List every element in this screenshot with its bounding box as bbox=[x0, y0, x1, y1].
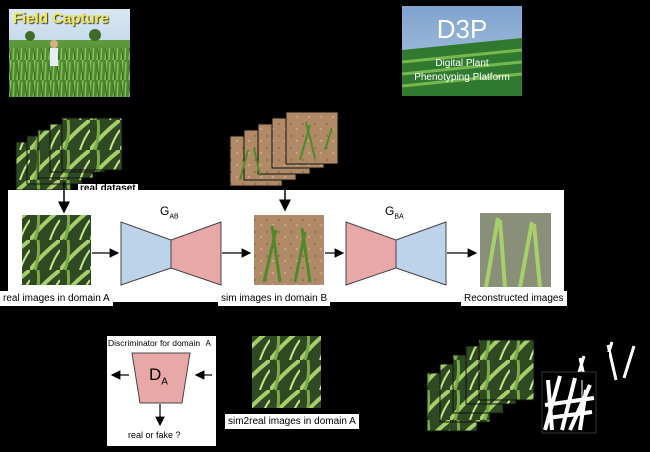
segmentation-masks bbox=[541, 338, 637, 434]
discriminator-domain-letter: A bbox=[205, 339, 211, 348]
discriminator-title: Discriminator for domain A bbox=[108, 338, 211, 348]
generator-ab bbox=[120, 221, 222, 286]
real-dataset-label: real dataset bbox=[78, 184, 138, 190]
sim-dataset-stack bbox=[229, 111, 339, 187]
d3p-banner bbox=[401, 6, 523, 96]
discriminator-output-label: real or fake ? bbox=[128, 430, 181, 440]
discriminator-symbol-sub: A bbox=[161, 376, 168, 388]
real-image-domain-a bbox=[22, 215, 91, 285]
field-capture-photo bbox=[9, 9, 130, 97]
discriminator-title-text: Discriminator for domain bbox=[108, 338, 201, 348]
generator-ab-label: GAB bbox=[160, 204, 179, 220]
sim2real-stack bbox=[426, 339, 535, 432]
real-images-domain-a-label: real images in domain A bbox=[0, 291, 113, 306]
discriminator-symbol: DA bbox=[149, 365, 168, 387]
reconstructed-images-label: Reconstructed images bbox=[461, 291, 567, 306]
generator-ba-label: GBA bbox=[385, 204, 404, 220]
sim-image-domain-b bbox=[254, 215, 324, 285]
real-dataset-stack bbox=[15, 117, 123, 191]
field-capture-title: Field Capture bbox=[13, 10, 109, 27]
d3p-title: D3P bbox=[436, 14, 488, 44]
d3p-subtitle-line2: Phenotyping Platform bbox=[414, 72, 510, 83]
discriminator-shape bbox=[131, 352, 191, 404]
reconstructed-image bbox=[480, 213, 551, 288]
d3p-subtitle-line1: Digital Plant bbox=[435, 58, 489, 69]
sim2real-image bbox=[252, 336, 321, 408]
generator-ba-sub: BA bbox=[394, 213, 404, 221]
generator-ab-main: G bbox=[160, 204, 170, 218]
sim-images-domain-b-label: sim images in domain B bbox=[218, 291, 331, 306]
sim2real-images-label: sim2real images in domain A bbox=[225, 414, 359, 429]
generator-ba bbox=[345, 221, 447, 286]
generator-ba-main: G bbox=[385, 204, 395, 218]
discriminator-symbol-main: D bbox=[149, 365, 162, 384]
generator-ab-sub: AB bbox=[169, 213, 179, 221]
